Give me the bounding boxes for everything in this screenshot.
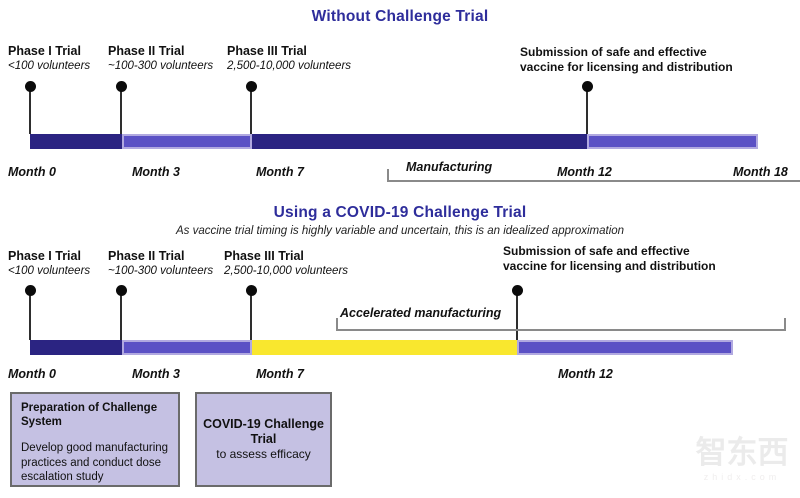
t1-segment-phase3 [252,134,587,149]
t1-manufacturing-bracket-tick [387,169,389,182]
t1-manufacturing-bracket-line [387,180,800,182]
t2-phase1-detail: <100 volunteers [8,264,91,277]
t2-manufacturing-bracket-tick-right [784,318,786,331]
timeline2-subtitle: As vaccine trial timing is highly variab… [175,225,625,237]
t2-phase1-name: Phase I Trial [8,249,81,263]
t1-phase2-label: Phase II Trial ~100-300 volunteers [108,44,213,73]
callout-challenge-box: COVID-19 Challenge Trial to assess effic… [195,392,332,487]
t1-segment-phase1 [30,134,122,149]
t2-segment-phase1 [30,340,122,355]
t1-phase1-name: Phase I Trial [8,44,81,58]
t1-phase3-name: Phase III Trial [227,44,307,58]
t1-phase2-name: Phase II Trial [108,44,185,58]
t2-milestone-marker-month12 [511,285,523,340]
timeline2-title: Using a COVID-19 Challenge Trial [273,204,527,221]
t1-month-0: Month 0 [8,165,56,179]
t2-segment-phase2 [122,340,252,355]
watermark: 智东西 zhidx.com [684,435,800,483]
t2-milestone-marker-month3 [115,285,127,340]
t2-phase2-name: Phase II Trial [108,249,185,263]
t1-phase1-label: Phase I Trial <100 volunteers [8,44,90,73]
t1-phase3-detail: 2,500-10,000 volunteers [227,59,352,72]
t1-phase3-label: Phase III Trial 2,500-10,000 volunteers [227,44,351,73]
t2-milestone-marker-month0 [24,285,36,340]
t1-phase2-detail: ~100-300 volunteers [108,59,214,72]
t2-month-0: Month 0 [8,367,56,381]
t2-phase3-name: Phase III Trial [224,249,304,263]
t2-month-7: Month 7 [256,367,304,381]
t2-phase1-label: Phase I Trial <100 volunteers [8,249,90,278]
t2-phase3-detail: 2,500-10,000 volunteers [224,264,349,277]
t1-milestone-marker-month3 [115,81,127,134]
t2-phase2-detail: ~100-300 volunteers [108,264,214,277]
t2-submission-label: Submission of safe and effective vaccine… [503,244,716,274]
watermark-domain: zhidx.com [703,472,781,483]
t1-month-18: Month 18 [733,165,788,179]
t2-month-12: Month 12 [558,367,613,381]
t1-manufacturing-label: Manufacturing [406,160,493,174]
t1-milestone-marker-month7 [245,81,257,134]
t2-manufacturing-label: Accelerated manufacturing [340,306,502,320]
t1-month-7: Month 7 [256,165,304,179]
callout-preparation-body: Develop good manufacturing practices and… [21,442,169,484]
t2-manufacturing-bracket-line [336,329,786,331]
t1-segment-phase2 [122,134,252,149]
t1-milestone-marker-month12 [581,81,593,134]
t1-month-12: Month 12 [557,165,612,179]
timeline1-title: Without Challenge Trial [311,8,489,25]
t2-milestone-marker-month7 [245,285,257,340]
callout-preparation-title: Preparation of Challenge System [21,402,158,429]
t2-phase2-label: Phase II Trial ~100-300 volunteers [108,249,213,278]
t2-month-3: Month 3 [132,367,180,381]
t2-segment-challenge [252,340,517,355]
callout-preparation-box: Preparation of Challenge System Develop … [10,392,180,487]
callout-challenge-title: COVID-19 Challenge Trial [203,416,324,446]
t1-phase1-detail: <100 volunteers [8,59,91,72]
watermark-logo: 智东西 [695,435,789,470]
t1-submission-label: Submission of safe and effective vaccine… [520,45,733,75]
t1-milestone-marker-month0 [24,81,36,134]
t1-segment-post-submission [587,134,758,149]
callout-challenge-body: to assess efficacy [216,447,311,462]
t2-phase3-label: Phase III Trial 2,500-10,000 volunteers [224,249,348,278]
t2-manufacturing-bracket-tick-left [336,318,338,331]
t2-segment-post-submission [517,340,733,355]
t1-month-3: Month 3 [132,165,180,179]
